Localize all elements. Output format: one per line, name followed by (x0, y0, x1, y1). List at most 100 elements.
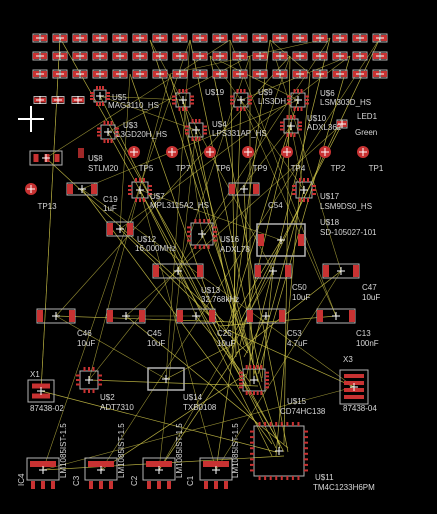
u11-mcu (250, 422, 308, 480)
airwire (158, 129, 197, 471)
pad (90, 92, 94, 94)
pad (190, 99, 194, 101)
pad (109, 481, 113, 489)
airwire (182, 99, 203, 235)
label-c47: C47 (362, 283, 377, 292)
pad (291, 422, 294, 426)
pad (297, 89, 299, 93)
pad (157, 481, 161, 489)
label-c50-val: 10uF (292, 293, 311, 302)
passive-array-part (132, 33, 148, 43)
c19-part (66, 182, 98, 196)
pad (97, 127, 101, 130)
pad (127, 223, 133, 235)
u13-crystal (152, 263, 204, 279)
passive-array-part (332, 33, 348, 43)
pad (207, 245, 210, 249)
tp1-pad (357, 146, 369, 158)
passive-array-part (52, 51, 68, 61)
c54-part (228, 182, 260, 196)
u3-chip (97, 121, 119, 143)
crosshair-cursor-icon (18, 106, 44, 132)
airwire (195, 315, 251, 383)
pad (305, 102, 309, 105)
pad (115, 134, 119, 137)
label-c3-part: LM1085IST-1.5 (117, 423, 126, 478)
label-c2: C2 (130, 475, 139, 486)
passive-array-part (152, 69, 168, 79)
pad (344, 395, 364, 399)
pad (191, 119, 194, 123)
pad (275, 422, 278, 426)
part-outline (147, 367, 185, 391)
pad (178, 89, 181, 93)
label-tp5: TP5 (138, 164, 154, 173)
label-c54: C54 (268, 201, 283, 210)
pad (99, 102, 101, 106)
pad (280, 128, 284, 131)
pad (349, 310, 355, 322)
pad (90, 95, 94, 97)
pad (51, 481, 55, 489)
label-u16: U$16 (220, 235, 240, 244)
x3-connector (339, 369, 369, 405)
passive-array-part (32, 33, 48, 43)
passive-array-part (252, 51, 268, 61)
passive-array-part (192, 69, 208, 79)
label-tp4: TP4 (290, 164, 306, 173)
pad (265, 382, 269, 385)
pad (298, 121, 302, 124)
pad (203, 132, 207, 135)
pad (292, 185, 296, 187)
pad (33, 154, 39, 162)
pad (148, 193, 152, 195)
airwire (235, 123, 343, 331)
airwire (261, 270, 274, 379)
pad (250, 430, 254, 433)
label-u5: U$5 (112, 93, 127, 102)
passive-array-part (52, 69, 68, 79)
pad (92, 389, 95, 393)
pad (279, 310, 285, 322)
pad (99, 86, 101, 90)
label-u16-part: ADXL78 (220, 245, 250, 254)
pad (258, 422, 261, 426)
passive-array-part (292, 33, 308, 43)
pad (265, 371, 269, 374)
airwire (283, 55, 291, 445)
label-u8: U$8 (88, 154, 103, 163)
c1-regulator (199, 457, 233, 489)
pad (135, 178, 137, 182)
airwire (45, 157, 225, 323)
passive-array-part (112, 69, 128, 79)
pad (31, 481, 35, 489)
airwire (165, 39, 191, 380)
airwire (245, 37, 331, 379)
pad (139, 198, 141, 202)
u4-chip (185, 119, 207, 141)
label-c25: C25 (217, 329, 232, 338)
airwire (81, 99, 299, 190)
passive-array-part (172, 51, 188, 61)
part-outline (339, 369, 369, 405)
c50-part (254, 263, 292, 279)
pad (185, 89, 188, 93)
pad (280, 121, 284, 124)
passive-array-part (272, 33, 288, 43)
pad (107, 121, 109, 125)
passive-array-part (32, 69, 48, 79)
pad (248, 95, 252, 98)
pad (37, 310, 43, 322)
label-c25-val: 10uF (217, 339, 236, 348)
label-u7-part: MPL3115A2_HS (150, 201, 209, 210)
label-tp2: TP2 (330, 164, 346, 173)
pad (290, 133, 292, 137)
airwire (88, 125, 292, 381)
pad (287, 95, 291, 98)
pad (298, 234, 304, 246)
label-tp13: TP13 (37, 202, 57, 211)
pad (172, 102, 176, 105)
pad (305, 95, 309, 98)
label-tp1: TP1 (368, 164, 384, 173)
